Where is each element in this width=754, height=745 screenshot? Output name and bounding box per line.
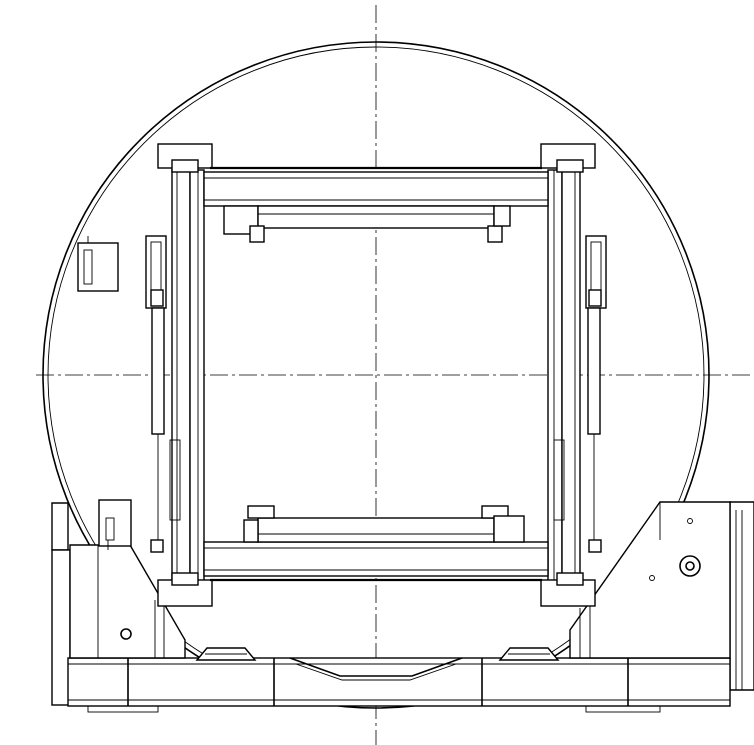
bolt-hole <box>120 628 132 640</box>
right-cylinder <box>553 235 607 553</box>
bottom-beam <box>203 505 549 582</box>
base-frame <box>51 501 754 713</box>
left-cylinder <box>145 235 181 553</box>
right-support-bracket <box>569 501 731 659</box>
inner-frame <box>157 143 596 607</box>
left-side-plate <box>51 502 69 551</box>
support-rollers <box>195 647 560 661</box>
left-support-bracket <box>69 499 186 659</box>
shell-mounted-box <box>77 236 119 292</box>
top-beam <box>203 166 549 243</box>
